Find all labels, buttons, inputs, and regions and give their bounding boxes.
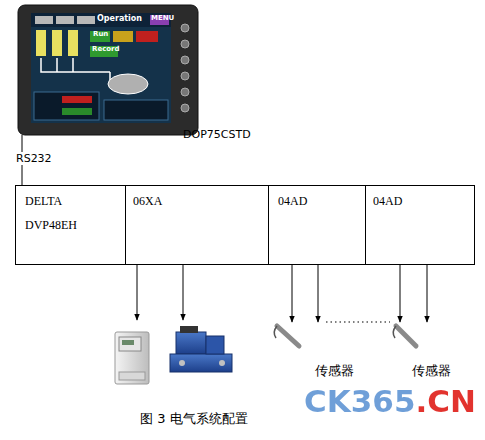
continuation-dots (326, 321, 390, 322)
connector-line (318, 265, 319, 322)
panel-key (181, 56, 189, 64)
screen-tile (77, 16, 95, 24)
panel-key (181, 40, 189, 48)
panel-key (181, 88, 189, 96)
tank-symbol (68, 30, 78, 56)
watermark: CK365.CN (304, 384, 476, 418)
error-button (136, 31, 158, 42)
inverter-device (115, 332, 149, 384)
valve-block (206, 336, 224, 354)
node-label: DOP75CSTD (183, 123, 251, 147)
sensor-probe (274, 326, 299, 346)
tank-symbol (36, 30, 46, 56)
connector-line (427, 265, 428, 322)
figure-caption: 图 3 电气系统配置 (140, 410, 248, 428)
pipe-lines (41, 58, 110, 80)
valve-bolt (179, 360, 185, 366)
valve-bolt (219, 360, 225, 366)
sensor-probe (393, 326, 416, 346)
screen-button-text: Record (92, 46, 120, 54)
valve-body (170, 354, 232, 372)
screen-tile (35, 16, 53, 24)
value-field (62, 108, 92, 115)
inverter-display (122, 340, 134, 345)
output-wire (183, 265, 184, 320)
screen-button-text: Run (93, 31, 108, 39)
node-label: 04AD (373, 189, 402, 213)
tank-symbol (52, 30, 62, 56)
screen-topbar (31, 13, 171, 27)
hmi-bezel (18, 5, 198, 135)
node-label: DELTA DVP48EH (25, 189, 89, 237)
hmi-touchscreen: DOP75CSTD (18, 5, 198, 135)
io-module: 06XA (125, 185, 269, 265)
probe-rod (277, 326, 299, 346)
panel-key (181, 72, 189, 80)
valve-connector (180, 326, 198, 333)
run-button (90, 31, 110, 42)
signal-label: RS232 (15, 152, 53, 165)
panel-key (181, 24, 189, 32)
value-field (62, 96, 92, 103)
probe-cable (274, 326, 277, 338)
sensor-device: 传感器 (392, 322, 454, 378)
value-panel (104, 100, 168, 120)
output-wire (137, 265, 138, 320)
connector-line (400, 265, 401, 322)
plc-module: DELTA DVP48EH (15, 185, 126, 265)
probe-cable (393, 326, 396, 338)
screen-button (113, 31, 133, 42)
panel-key (181, 104, 189, 112)
connector-line (292, 265, 293, 322)
hmi-panel (18, 5, 198, 135)
screen-text: Operation (97, 15, 142, 24)
inverter-body (115, 332, 149, 384)
valve-motor (176, 332, 206, 354)
io-module: 04AD (268, 185, 366, 265)
hmi-screen (31, 13, 171, 123)
node-label: 传感器 (412, 363, 451, 379)
node-label: 06XA (133, 189, 162, 213)
mixer-symbol (108, 74, 148, 94)
node-label: 04AD (278, 189, 307, 213)
screen-button-text: MENU (151, 15, 174, 23)
io-module: 04AD (365, 185, 475, 265)
node-label: 传感器 (315, 363, 354, 379)
value-panel (34, 92, 99, 120)
inverter-terminal (119, 372, 145, 380)
sensor-device: 传感器 (272, 322, 364, 378)
screen-tile (56, 16, 74, 24)
servo-valve (170, 326, 232, 372)
inverter-panel (119, 337, 141, 351)
probe-rod (396, 326, 416, 346)
